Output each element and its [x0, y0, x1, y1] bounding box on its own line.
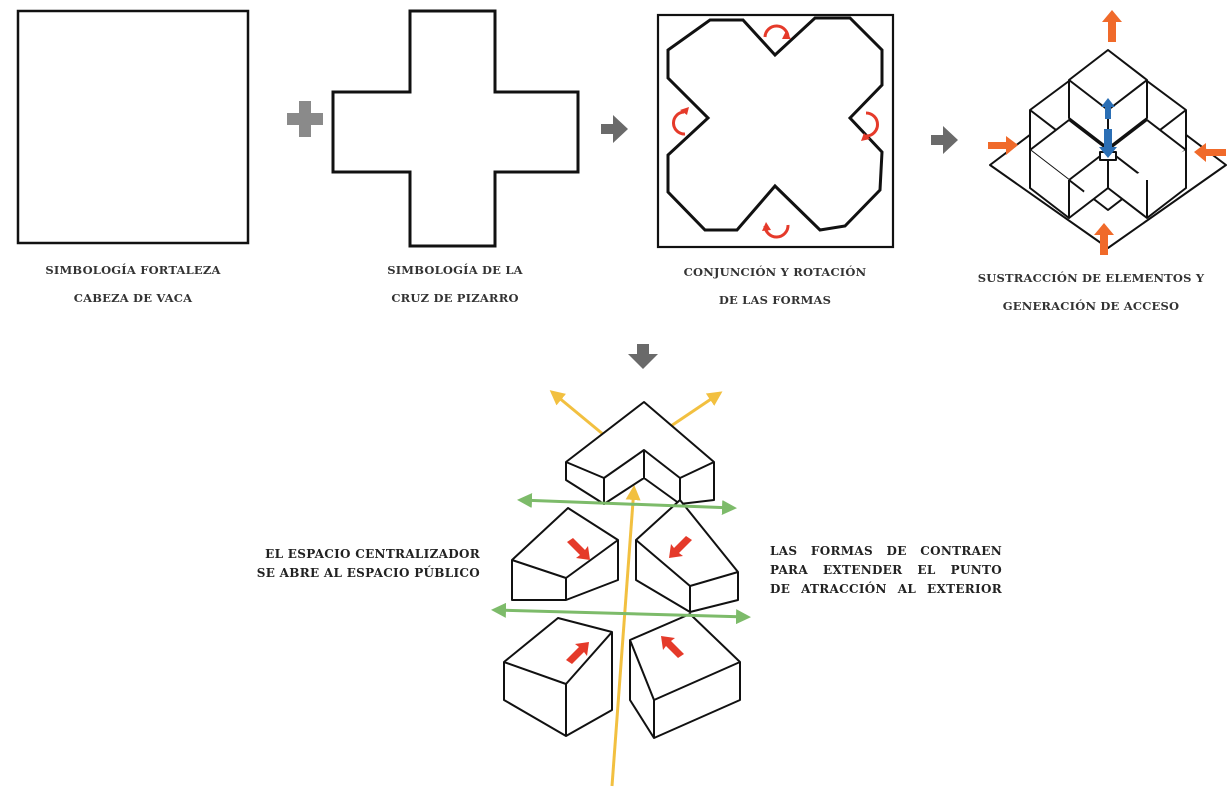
caption-step-4: SUSTRACCIÓN DE ELEMENTOS Y GENERACIÓN DE… — [977, 271, 1205, 313]
note-right: LAS FORMAS DE CONTRAEN PARA EXTENDER EL … — [770, 544, 1002, 596]
plus-operator-icon — [287, 101, 323, 137]
note-left: EL ESPACIO CENTRALIZADOR SE ABRE AL ESPA… — [256, 547, 480, 580]
rotated-cross-shape — [656, 13, 895, 249]
final-composition — [491, 390, 751, 787]
caption-step-3: CONJUNCIÓN Y ROTACIÓN DE LAS FORMAS — [683, 265, 867, 307]
cross-shape — [331, 9, 580, 248]
square-shape — [16, 9, 250, 245]
arrow-down-icon — [628, 344, 658, 369]
push-arrows-icon — [988, 10, 1226, 255]
arrow-right-icon-1 — [601, 115, 628, 143]
stepped-cubes-shape — [989, 49, 1227, 249]
caption-step-1: SIMBOLOGÍA FORTALEZA CABEZA DE VACA — [45, 263, 221, 305]
caption-step-2: SIMBOLOGÍA DE LA CRUZ DE PIZARRO — [387, 263, 523, 305]
arrow-right-icon-2 — [931, 126, 958, 154]
